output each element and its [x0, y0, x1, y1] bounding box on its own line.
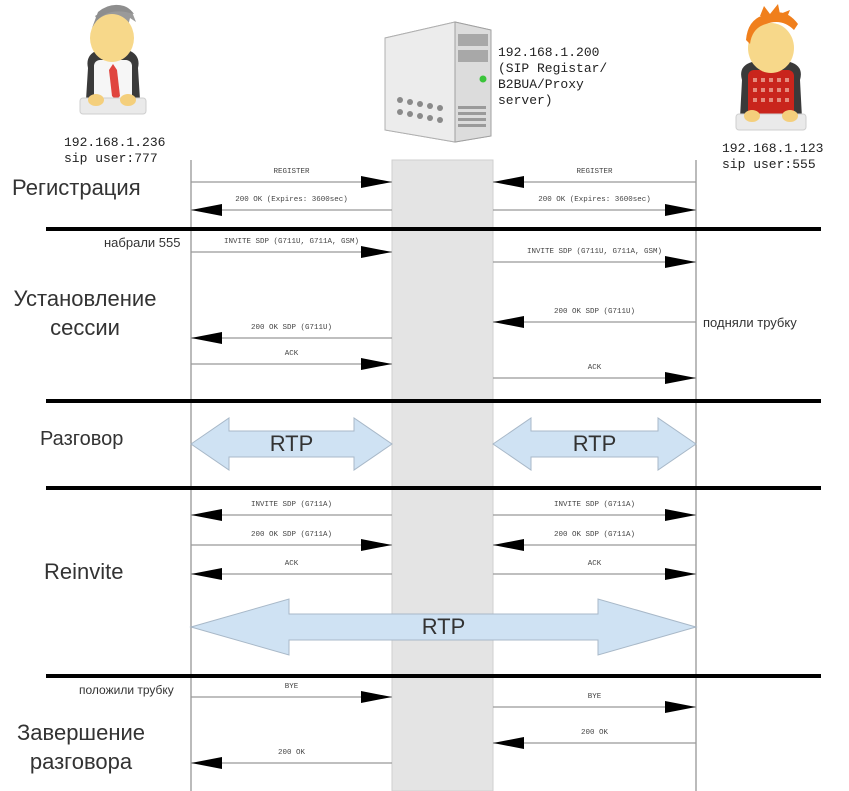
note-answered: подняли трубку — [703, 315, 797, 330]
server-tower-icon — [384, 21, 492, 143]
message-label: BYE — [284, 683, 299, 691]
message-label: INVITE SDP (G711U, G711A, GSM) — [223, 238, 360, 246]
message-label: ACK — [587, 364, 602, 372]
message-arrowhead — [191, 757, 222, 769]
caller-sip-user: sip user:777 — [64, 151, 158, 166]
message-label: 200 OK — [580, 729, 609, 737]
message-arrowhead — [493, 737, 524, 749]
message-arrowhead — [361, 176, 392, 188]
message-label: INVITE SDP (G711A) — [553, 501, 636, 509]
phase-title-session-setup-text: Установление сессии — [13, 286, 157, 340]
message-label: INVITE SDP (G711A) — [250, 501, 333, 509]
message-label: ACK — [284, 350, 299, 358]
rtp-double-arrow — [189, 598, 698, 656]
note-hung-up: положили трубку — [79, 683, 174, 697]
message-label: 200 OK SDP (G711A) — [250, 531, 333, 539]
message-arrowhead — [665, 256, 696, 268]
server-role-line-2: B2BUA/Proxy — [498, 77, 584, 92]
message-arrowhead — [493, 176, 524, 188]
message-arrowhead — [665, 568, 696, 580]
phase-title-registration: Регистрация — [12, 175, 141, 200]
phase-title-termination: Завершение разговора — [0, 718, 170, 776]
rtp-label: RTP — [421, 614, 466, 639]
message-label: 200 OK (Expires: 3600sec) — [538, 196, 651, 204]
callee-ip: 192.168.1.123 — [722, 141, 824, 156]
server-ip: 192.168.1.200 — [498, 45, 600, 60]
server-role-line-1: (SIP Registar/ — [498, 61, 608, 76]
phase-title-conversation: Разговор — [40, 428, 124, 450]
message-arrowhead — [191, 509, 222, 521]
rtp-label: RTP — [572, 431, 617, 456]
phase-title-session-setup: Установление сессии — [0, 284, 180, 342]
callee-sip-user: sip user:555 — [722, 157, 816, 172]
message-label: REGISTER — [273, 168, 310, 176]
message-label: 200 OK SDP (G711U) — [250, 324, 333, 332]
message-arrowhead — [361, 539, 392, 551]
message-arrowhead — [665, 701, 696, 713]
server-band — [391, 159, 494, 791]
message-label: 200 OK SDP (G711A) — [553, 531, 636, 539]
message-label: ACK — [284, 560, 299, 568]
message-arrowhead — [665, 204, 696, 216]
message-label: REGISTER — [576, 168, 613, 176]
callee-avatar-icon — [735, 4, 807, 131]
server-role-line-3: server) — [498, 93, 553, 108]
caller-ip: 192.168.1.236 — [64, 135, 166, 150]
note-dialed: набрали 555 — [104, 235, 181, 250]
rtp-label: RTP — [269, 431, 314, 456]
message-arrowhead — [361, 691, 392, 703]
phase-title-reinvite: Reinvite — [44, 559, 124, 584]
message-label: ACK — [587, 560, 602, 568]
message-arrowhead — [361, 358, 392, 370]
message-label: 200 OK (Expires: 3600sec) — [235, 196, 348, 204]
message-arrowhead — [665, 372, 696, 384]
caller-avatar-icon — [79, 4, 147, 115]
message-arrowhead — [191, 332, 222, 344]
phase-title-termination-text: Завершение разговора — [17, 720, 145, 774]
message-arrowhead — [665, 509, 696, 521]
message-arrowhead — [361, 246, 392, 258]
message-label: 200 OK SDP (G711U) — [553, 308, 636, 316]
message-label: INVITE SDP (G711U, G711A, GSM) — [526, 248, 663, 256]
message-arrowhead — [191, 568, 222, 580]
message-arrowhead — [191, 204, 222, 216]
message-arrowhead — [493, 539, 524, 551]
message-label: 200 OK — [277, 749, 306, 757]
rtp-double-arrow — [492, 417, 697, 471]
rtp-double-arrow — [190, 417, 393, 471]
message-label: BYE — [587, 693, 602, 701]
message-arrowhead — [493, 316, 524, 328]
